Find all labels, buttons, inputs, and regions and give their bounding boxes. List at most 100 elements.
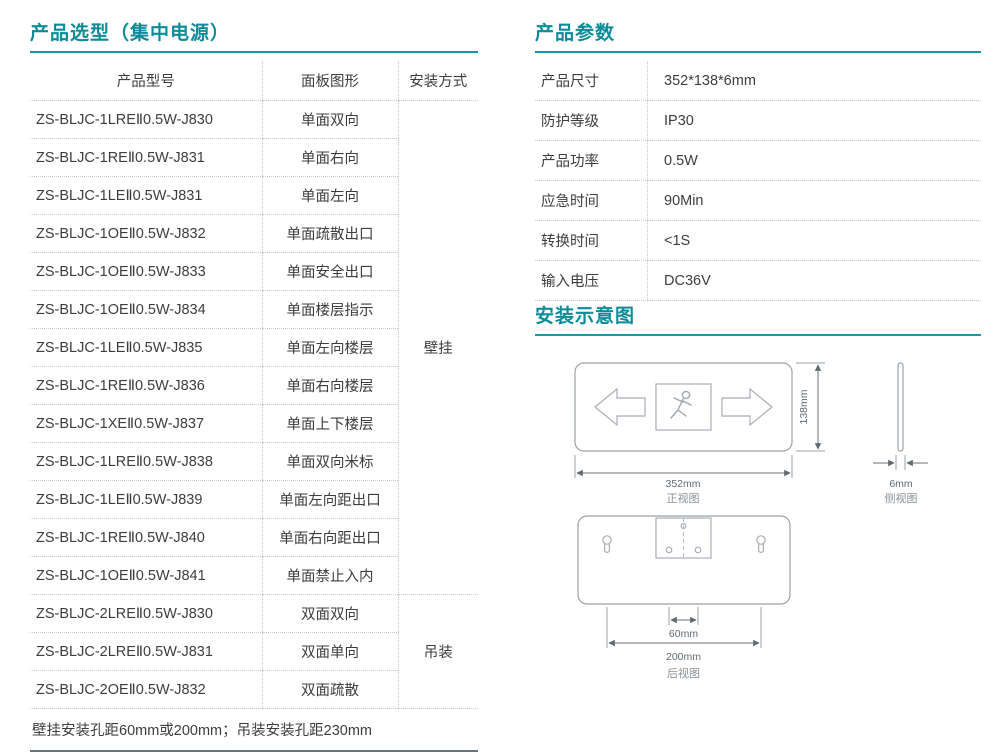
- mount-cell-ceiling: 吊装: [397, 594, 478, 709]
- model-cell: ZS-BLJC-2LREⅡ0.5W-J831: [30, 632, 262, 671]
- table-note: 壁挂安装孔距60mm或200mm；吊装安装孔距230mm: [32, 723, 372, 739]
- model-cell: ZS-BLJC-1LEⅡ0.5W-J831: [30, 176, 262, 215]
- col-header-model: 产品型号: [30, 61, 262, 101]
- model-cell: ZS-BLJC-1OEⅡ0.5W-J832: [30, 214, 262, 253]
- datasheet-page: 产品选型（集中电源） 产品型号 面板图形 安装方式 ZS-BLJC-1LREⅡ0…: [30, 18, 981, 752]
- front-view-label: 正视图: [667, 491, 700, 505]
- parameters-title-rule: [535, 51, 981, 53]
- panel-cell: 单面安全出口: [261, 252, 398, 291]
- param-value: IP30: [647, 100, 981, 141]
- selection-row: ZS-BLJC-1OEⅡ0.5W-J833 单面安全出口: [30, 252, 478, 291]
- param-value: 0.5W: [647, 140, 981, 181]
- hole-large-dimension: 200mm 后视图: [606, 607, 762, 680]
- selection-row: ZS-BLJC-1LREⅡ0.5W-J830 单面双向 壁挂: [30, 100, 478, 595]
- dim-hole-large-label: 200mm: [666, 651, 701, 663]
- selection-row: ZS-BLJC-1XEⅡ0.5W-J837 单面上下楼层: [30, 404, 478, 443]
- keyhole-right-icon: [756, 535, 766, 553]
- selection-title-rule: [30, 51, 478, 53]
- selection-row: ZS-BLJC-1REⅡ0.5W-J836 单面右向楼层: [30, 366, 478, 405]
- hole-small-dimension: 60mm: [668, 607, 699, 640]
- panel-cell: 单面禁止入内: [261, 556, 398, 595]
- selection-row: ZS-BLJC-2LREⅡ0.5W-J831 双面单向: [30, 632, 478, 671]
- param-label: 产品功率: [535, 140, 648, 181]
- panel-cell: 单面双向米标: [261, 442, 398, 481]
- dim-thickness-label: 6mm: [889, 478, 913, 490]
- model-cell: ZS-BLJC-1REⅡ0.5W-J831: [30, 138, 262, 177]
- panel-cell: 单面楼层指示: [261, 290, 398, 329]
- selection-title: 产品选型（集中电源）: [30, 23, 231, 44]
- panel-cell: 双面单向: [261, 632, 398, 671]
- param-row: 产品尺寸 352*138*6mm: [535, 61, 981, 101]
- panel-cell: 双面疏散: [261, 670, 398, 709]
- model-cell: ZS-BLJC-1REⅡ0.5W-J836: [30, 366, 262, 405]
- panel-cell: 单面右向距出口: [261, 518, 398, 557]
- param-row: 应急时间 90Min: [535, 180, 981, 221]
- panel-cell: 单面上下楼层: [261, 404, 398, 443]
- selection-section: 产品选型（集中电源） 产品型号 面板图形 安装方式 ZS-BLJC-1LREⅡ0…: [30, 18, 478, 752]
- dim-height-label: 138mm: [798, 389, 810, 424]
- model-cell: ZS-BLJC-2LREⅡ0.5W-J830: [30, 594, 262, 633]
- model-cell: ZS-BLJC-1OEⅡ0.5W-J841: [30, 556, 262, 595]
- col-header-panel: 面板图形: [261, 61, 398, 101]
- running-man-icon: [670, 390, 692, 419]
- param-label: 防护等级: [535, 100, 648, 141]
- installation-diagram: 138mm 352mm 正视图 6mm 侧视图: [574, 362, 928, 680]
- selection-row: ZS-BLJC-1REⅡ0.5W-J831 单面右向: [30, 138, 478, 177]
- selection-row: ZS-BLJC-1OEⅡ0.5W-J832 单面疏散出口: [30, 214, 478, 253]
- model-cell: ZS-BLJC-1LREⅡ0.5W-J838: [30, 442, 262, 481]
- parameters-section: 产品参数 产品尺寸 352*138*6mm 防护等级 IP30 产品功率 0.5…: [535, 18, 981, 688]
- panel-cell: 单面疏散出口: [261, 214, 398, 253]
- installation-title-rule: [535, 334, 981, 336]
- rear-view: [577, 515, 791, 605]
- param-row: 输入电压 DC36V: [535, 260, 981, 301]
- keyhole-left-icon: [602, 535, 612, 553]
- param-label: 产品尺寸: [535, 61, 648, 101]
- param-row: 转换时间 <1S: [535, 220, 981, 261]
- model-cell: ZS-BLJC-1OEⅡ0.5W-J833: [30, 252, 262, 291]
- selection-row: ZS-BLJC-2LREⅡ0.5W-J830 双面双向 吊装: [30, 594, 478, 709]
- selection-header-row: 产品型号 面板图形 安装方式: [30, 61, 478, 101]
- model-cell: ZS-BLJC-1XEⅡ0.5W-J837: [30, 404, 262, 443]
- note-row: 壁挂安装孔距60mm或200mm；吊装安装孔距230mm: [30, 709, 478, 752]
- parameters-title: 产品参数: [535, 23, 616, 44]
- right-arrow-icon: [721, 387, 773, 427]
- param-row: 防护等级 IP30: [535, 100, 981, 141]
- model-cell: ZS-BLJC-1LREⅡ0.5W-J830: [30, 100, 262, 139]
- panel-cell: 单面左向楼层: [261, 328, 398, 367]
- panel-cell: 单面左向距出口: [261, 480, 398, 519]
- selection-table: 产品型号 面板图形 安装方式 ZS-BLJC-1LREⅡ0.5W-J830 单面…: [30, 61, 478, 752]
- param-row: 产品功率 0.5W: [535, 140, 981, 181]
- panel-cell: 单面左向: [261, 176, 398, 215]
- selection-row: ZS-BLJC-1REⅡ0.5W-J840 单面右向距出口: [30, 518, 478, 557]
- mount-cell-wall: 壁挂: [397, 100, 478, 595]
- param-value: 352*138*6mm: [647, 61, 981, 101]
- selection-row: ZS-BLJC-1LREⅡ0.5W-J838 单面双向米标: [30, 442, 478, 481]
- panel-cell: 单面双向: [261, 100, 398, 139]
- model-cell: ZS-BLJC-2OEⅡ0.5W-J832: [30, 670, 262, 709]
- param-label: 应急时间: [535, 180, 648, 221]
- col-header-mount: 安装方式: [397, 61, 478, 101]
- panel-cell: 单面右向: [261, 138, 398, 177]
- side-view-label: 侧视图: [885, 491, 918, 505]
- height-dimension: 138mm: [796, 362, 825, 452]
- selection-row: ZS-BLJC-1OEⅡ0.5W-J834 单面楼层指示: [30, 290, 478, 329]
- panel-cell: 单面右向楼层: [261, 366, 398, 405]
- width-dimension: 352mm 正视图: [574, 455, 793, 505]
- panel-cell: 双面双向: [261, 594, 398, 633]
- param-value: <1S: [647, 220, 981, 261]
- model-cell: ZS-BLJC-1LEⅡ0.5W-J835: [30, 328, 262, 367]
- selection-row: ZS-BLJC-1LEⅡ0.5W-J831 单面左向: [30, 176, 478, 215]
- selection-row: ZS-BLJC-1LEⅡ0.5W-J839 单面左向距出口: [30, 480, 478, 519]
- model-cell: ZS-BLJC-1LEⅡ0.5W-J839: [30, 480, 262, 519]
- param-label: 转换时间: [535, 220, 648, 261]
- param-value: DC36V: [647, 260, 981, 301]
- model-cell: ZS-BLJC-1OEⅡ0.5W-J834: [30, 290, 262, 329]
- dim-width-label: 352mm: [665, 478, 700, 490]
- side-view: 6mm 侧视图: [873, 362, 928, 505]
- left-arrow-icon: [594, 387, 646, 427]
- installation-title: 安装示意图: [535, 306, 636, 327]
- param-value: 90Min: [647, 180, 981, 221]
- param-label: 输入电压: [535, 260, 648, 301]
- selection-row: ZS-BLJC-1LEⅡ0.5W-J835 单面左向楼层: [30, 328, 478, 367]
- model-cell: ZS-BLJC-1REⅡ0.5W-J840: [30, 518, 262, 557]
